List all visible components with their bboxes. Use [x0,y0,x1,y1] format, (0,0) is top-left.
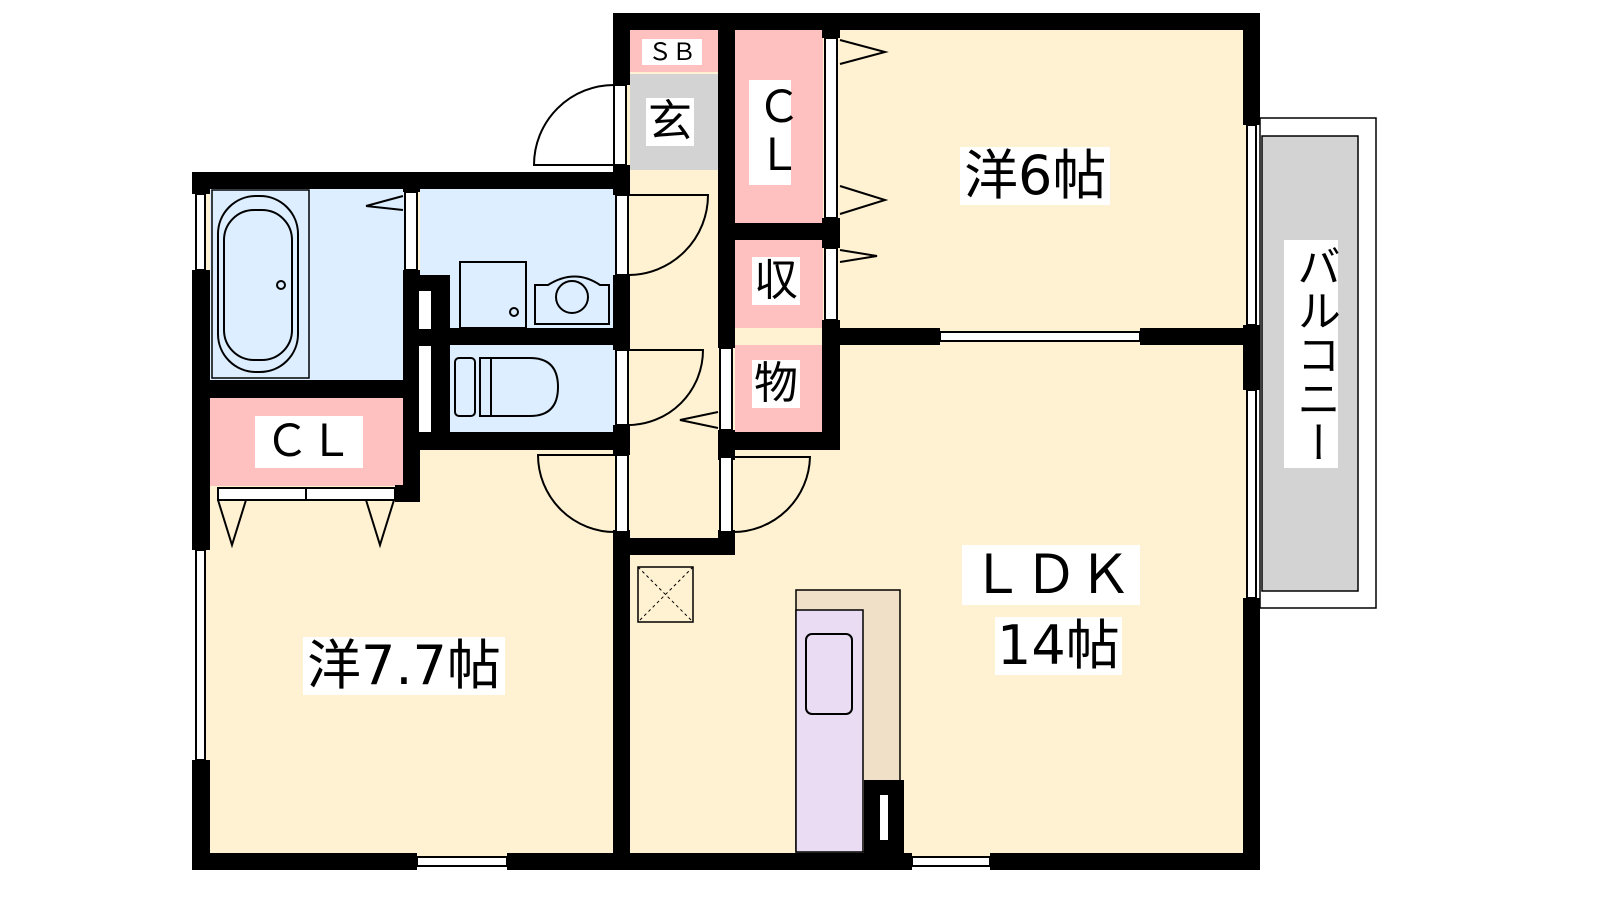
closet-1-label: Ｃ Ｌ [749,80,801,185]
sink-icon [805,633,853,715]
storage-1-label: 収 [752,255,800,306]
ldk-label: ＬＤＫ [962,545,1140,605]
storage-2-label: 物 [752,358,800,409]
entrance-label: 玄 [646,96,694,147]
doors [217,37,889,549]
balcony-label: バルコニー [1284,240,1340,468]
bathtub-icon [217,195,299,373]
windows [195,124,1257,867]
wash-basin-icon [534,275,610,325]
washroom [420,189,615,329]
western-room-6-label: 洋6帖 [960,147,1111,205]
western-room-7-7-label: 洋7.7帖 [303,637,505,695]
bathroom [210,189,405,381]
closet-2-label: ＣＬ [255,416,363,468]
toilet-icon [454,357,476,417]
ldk-size-label: 14帖 [995,614,1122,677]
walls [192,13,1260,870]
shoe-box-label: ＳＢ [642,39,702,65]
toilet-room [450,345,615,433]
